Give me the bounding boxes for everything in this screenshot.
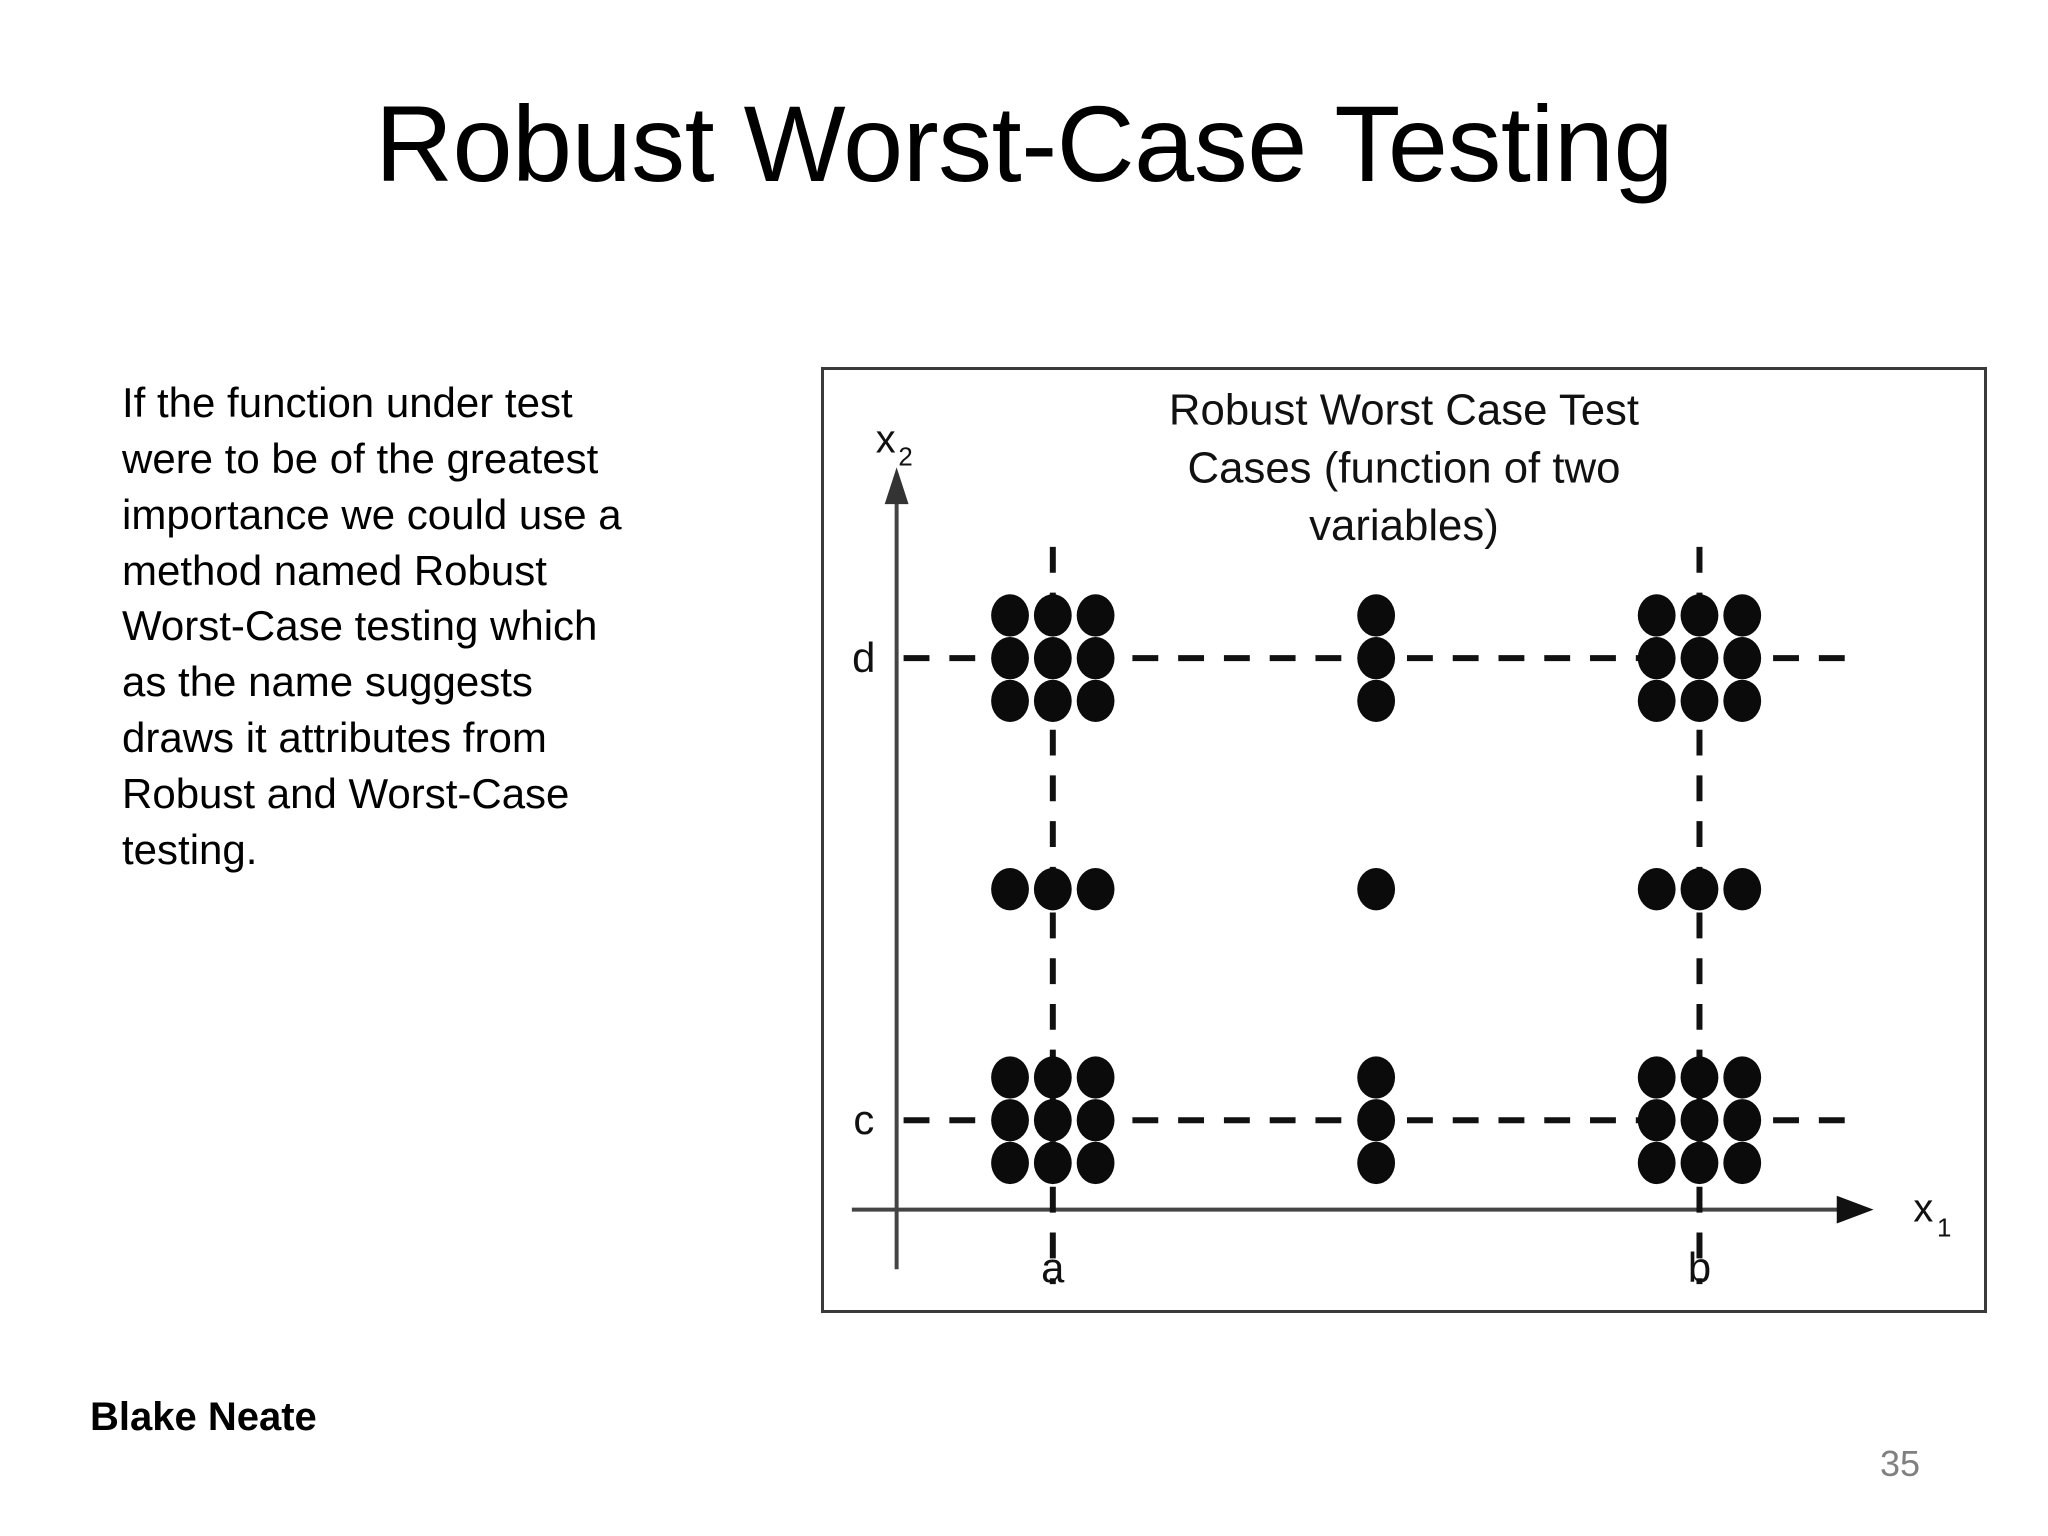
data-point (1637, 868, 1676, 911)
data-point (991, 1056, 1029, 1099)
author-label: Blake Neate (90, 1395, 317, 1439)
data-point (1723, 1056, 1762, 1099)
data-point (1357, 637, 1396, 680)
data-point (1680, 637, 1719, 680)
page-number: 35 (1880, 1443, 1921, 1484)
data-point (991, 1099, 1029, 1142)
data-point (1357, 594, 1396, 637)
data-point (1076, 1099, 1115, 1142)
data-point (1680, 1141, 1719, 1185)
chart-figure: Robust Worst Case Test Cases (function o… (821, 367, 1987, 1313)
data-point (1637, 679, 1676, 723)
x-axis-label-subscript: 1 (1937, 1214, 1951, 1242)
y-axis-label-subscript: 2 (898, 443, 912, 471)
data-point (1357, 679, 1396, 723)
y-tick-label-d: d (852, 634, 875, 681)
data-point (1723, 1141, 1762, 1185)
data-point (991, 594, 1029, 637)
chart-title-line-2: Cases (function of two (1188, 443, 1621, 492)
data-point (1076, 868, 1115, 911)
y-tick-label-c: c (853, 1096, 874, 1143)
data-point (1357, 1099, 1396, 1142)
chart-title-line-3: variables) (1309, 501, 1499, 550)
data-point (991, 868, 1029, 911)
data-point (1357, 1056, 1396, 1099)
x-axis-arrow-icon (1836, 1195, 1874, 1224)
data-point (1723, 679, 1762, 723)
data-point (1033, 637, 1072, 680)
chart-svg: Robust Worst Case Test Cases (function o… (851, 386, 1951, 1291)
chart-title-line-1: Robust Worst Case Test (1169, 386, 1639, 435)
data-point (1723, 1099, 1762, 1142)
data-point (1723, 594, 1762, 637)
data-point (1680, 1099, 1719, 1142)
x-tick-label-b: b (1688, 1244, 1711, 1291)
data-point (1680, 1056, 1719, 1099)
data-point (1076, 594, 1115, 637)
data-point (1723, 637, 1762, 680)
data-point (1680, 679, 1719, 723)
data-point (1033, 868, 1072, 911)
data-point (1357, 868, 1396, 911)
y-axis-arrow-icon (884, 467, 909, 505)
data-point (1076, 1141, 1115, 1185)
data-point (1076, 637, 1115, 680)
data-point (1033, 1099, 1072, 1142)
data-point (1033, 1056, 1072, 1099)
y-axis-label: x (876, 417, 896, 461)
x-tick-label-a: a (1041, 1244, 1065, 1291)
data-point (1076, 679, 1115, 723)
data-point (1637, 1056, 1676, 1099)
data-point (1723, 868, 1762, 911)
data-points-layer (991, 594, 1762, 1185)
data-point (1033, 1141, 1072, 1185)
data-point (1357, 1141, 1396, 1185)
data-point (1033, 679, 1072, 723)
data-point (991, 679, 1029, 723)
data-point (1033, 594, 1072, 637)
data-point (991, 637, 1029, 680)
data-point (1637, 1099, 1676, 1142)
body-paragraph: If the function under test were to be of… (122, 379, 622, 873)
x-axis-label: x (1913, 1187, 1933, 1231)
data-point (1680, 868, 1719, 911)
data-point (1637, 594, 1676, 637)
data-point (1076, 1056, 1115, 1099)
data-point (991, 1141, 1029, 1185)
data-point (1637, 1141, 1676, 1185)
page-title: Robust Worst-Case Testing (374, 83, 1674, 204)
data-point (1637, 637, 1676, 680)
data-point (1680, 594, 1719, 637)
